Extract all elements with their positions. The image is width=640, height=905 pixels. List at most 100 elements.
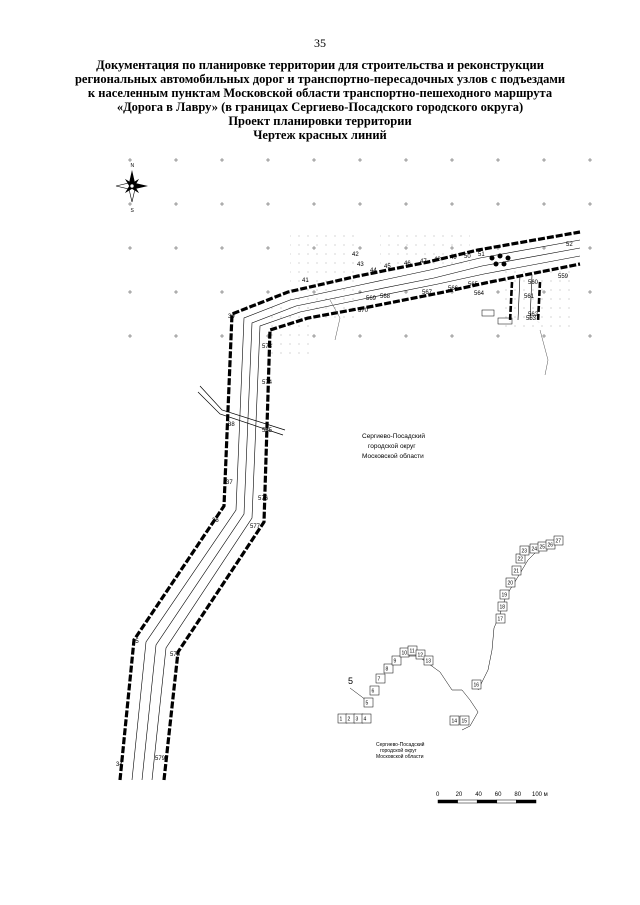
left-point-label: 36 [212,518,219,524]
left-point-label: 44 [370,268,377,274]
inset-sheet-label: 14 [452,719,458,725]
inset-label-line-2: городской округ [380,747,417,754]
inset-sheet-label: 13 [426,659,432,665]
inset-sheet-label: 24 [532,547,538,553]
document-title: Документация по планировке территории дл… [40,58,600,142]
inset-sheet-label: 17 [498,617,504,623]
right-point-label: 565 [468,282,479,288]
inset-pointer-label: 5 [348,676,353,686]
left-point-label: 37 [226,480,233,486]
inset-sheet-box [553,535,564,546]
right-point-label: 576 [258,496,269,502]
inset-sheet-label: 12 [418,653,424,659]
inset-sheet-label: 15 [462,719,468,725]
title-line-4: «Дорога в Лавру» (в границах Сергиево-По… [116,100,524,114]
grid-crosses [128,158,592,338]
left-point-label: 52 [566,242,573,248]
inset-sheet-box [383,663,394,674]
left-point-label: 50 [464,254,471,260]
region-label: Сергиево-Посадский городской округ Моско… [362,432,425,460]
inset-sheet-label: 21 [514,569,520,575]
inset-sheet-box [511,565,522,576]
right-point-label: 579 [155,756,166,762]
right-point-label: 561 [524,294,535,300]
right-point-label: 559 [558,274,569,280]
inset-sheet-box [471,679,482,690]
left-point-label: 51 [478,252,485,258]
red-line-right [162,262,581,781]
right-point-label: 563 [526,316,537,322]
inset-sheet-box [505,577,516,588]
inset-sheet-label: 19 [502,593,508,599]
scale-segment [496,799,517,804]
left-point-label: 45 [384,264,391,270]
title-line-6: Чертеж красных линий [253,128,387,142]
inset-sheet-label: 16 [474,683,480,689]
right-point-label: 569 [366,296,377,302]
left-point-label: 48 [434,257,441,263]
scale-tick-label: 20 [456,792,463,798]
inset-sheet-box [391,655,402,666]
inset-sheet-label: 4 [364,717,367,723]
inset-sheet-label: 23 [522,549,528,555]
scale-tick-label: 0 [436,792,440,798]
scale-segment [516,799,537,804]
compass-rose: N S [115,163,148,214]
inset-sheet-box [495,613,506,624]
left-point-label: 49 [450,255,457,261]
scale-tick-label: 60 [495,792,502,798]
inset-sheet-box [415,649,426,660]
road-corridor [118,230,581,781]
red-line-left [118,230,581,781]
inset-sheet-label: 20 [508,581,514,587]
inset-sheet-label: 27 [556,539,562,545]
compass-north-label: N [131,163,135,169]
scale-tick-label: 40 [475,792,482,798]
inset-sheet-box [497,601,508,612]
inset-sheet-label: 2 [348,717,351,723]
title-line-5: Проект планировки территории [228,114,412,128]
left-point-label: 34 [116,762,123,768]
right-point-label: 573 [262,344,273,350]
inset-sheet-box [375,673,386,684]
right-point-label: 566 [448,286,459,292]
right-point-label: 568 [380,294,391,300]
inset-sheet-label: 8 [386,667,389,673]
inset-sheet-box [449,715,460,726]
inset-sheet-label: 11 [410,649,415,655]
left-point-label: 38 [228,422,235,428]
left-point-label: 35 [132,639,139,645]
right-point-label: 575 [262,428,273,434]
inset-sheet-label: 5 [366,701,369,707]
inset-sheet-label: 3 [356,717,359,723]
title-line-2: региональных автомобильных дорог и транс… [74,72,566,86]
right-point-label: 567 [422,290,433,296]
inset-sheet-label: 22 [518,557,524,563]
left-point-label: 42 [352,252,359,258]
inset-sheet-box [499,589,510,600]
scale-segment [457,799,478,804]
scale-tick-label: 80 [514,792,521,798]
region-label-line-1: Сергиево-Посадский [362,432,425,440]
page-number: 35 [314,36,326,50]
inset-sheet-box [459,715,470,726]
inset-label-line-3: Московской области [376,753,424,760]
right-point-label: 570 [358,308,369,314]
right-point-label: 577 [250,524,261,530]
compass-south-label: S [131,208,135,214]
scale-segment [437,799,458,804]
inset-sheet-box [423,655,434,666]
left-point-label: 41 [302,278,309,284]
region-label-line-3: Московской области [362,452,424,460]
left-point-label: 43 [357,262,364,268]
inset-sheet-label: 6 [372,689,375,695]
scale-segment [476,799,498,804]
right-point-label: 578 [170,652,181,658]
buildings [481,253,513,325]
inset-sheet-box [361,713,372,724]
title-line-3: к населенным пунктам Московской области … [87,86,553,100]
